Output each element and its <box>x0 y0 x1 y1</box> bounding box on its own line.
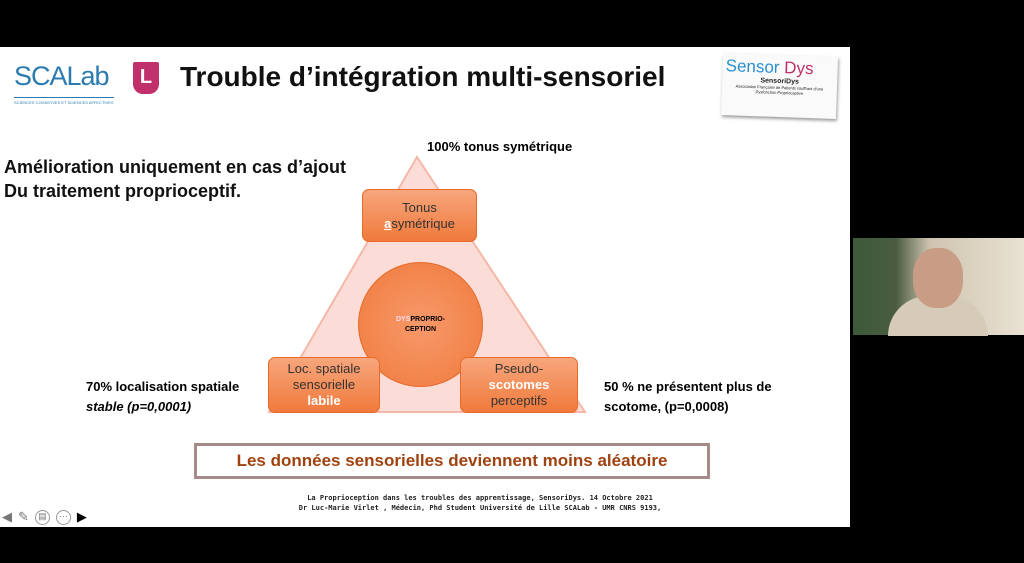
scalab-logo: SCALab <box>14 61 110 91</box>
footer-line: La Proprioception dans les troubles des … <box>307 494 653 502</box>
intro-line: Amélioration uniquement en cas d’ajout <box>4 157 347 177</box>
box-line: Loc. spatiale <box>287 361 361 376</box>
sensordys-logo: Sensor Dys SensoriDys Association França… <box>720 53 839 119</box>
pen-icon[interactable]: ✎ <box>18 509 29 524</box>
box-scotomes: Pseudo- scotomes perceptifs <box>460 357 578 413</box>
result-line: 50 % ne présentent plus de <box>604 379 772 394</box>
scalab-tagline: SCIENCES COGNITIVES ET SCIENCES AFFECTIV… <box>14 97 114 105</box>
box-line: Pseudo- <box>494 361 544 376</box>
right-result: 50 % ne présentent plus de scotome, (p=0… <box>604 377 772 417</box>
circle-dys: DYS <box>395 315 411 323</box>
more-icon[interactable]: ⋯ <box>55 509 71 525</box>
box-line: sensorielle <box>292 377 356 392</box>
top-result-label: 100% tonus symétrique <box>427 139 573 154</box>
slide-title: Trouble d’intégration multi-sensoriel <box>180 61 666 92</box>
box-line: perceptifs <box>490 393 548 408</box>
logo-dys: Dys <box>783 58 814 79</box>
footer-line: Dr Luc-Marie Virlet , Médecin, Phd Stude… <box>298 504 662 512</box>
circle-text: PROPRIO- <box>410 315 446 323</box>
circle-text: CEPTION <box>404 325 437 333</box>
box-highlight: labile <box>307 393 341 408</box>
presentation-toolbar: ◀ ✎ ▤ ⋯ ▶ <box>2 509 87 525</box>
next-arrow-icon[interactable]: ▶ <box>76 509 87 524</box>
presentation-slide: SCALab SCIENCES COGNITIVES ET SCIENCES A… <box>0 47 850 527</box>
slides-icon[interactable]: ▤ <box>34 509 50 525</box>
university-logo: L <box>133 62 159 94</box>
previous-arrow-icon[interactable]: ◀ <box>2 509 12 524</box>
box-highlight: a <box>384 215 392 231</box>
intro-line: Du traitement proprioceptif. <box>4 181 242 201</box>
box-highlight: scotomes <box>488 377 550 392</box>
speaker-head <box>913 248 963 308</box>
box-tonus: Tonus asymétrique <box>362 189 477 242</box>
result-line: stable (p=0,0001) <box>86 399 192 414</box>
slide-footer: La Proprioception dans les troubles des … <box>180 493 780 513</box>
box-line: Tonus <box>402 199 437 215</box>
box-localisation: Loc. spatiale sensorielle labile <box>268 357 380 413</box>
intro-text: Amélioration uniquement en cas d’ajout D… <box>4 155 346 203</box>
left-result: 70% localisation spatiale stable (p=0,00… <box>86 377 239 417</box>
conclusion-banner: Les données sensorielles deviennent moin… <box>194 443 710 479</box>
webcam-video <box>853 238 1024 336</box>
box-line: symétrique <box>391 215 455 231</box>
logo-sensor: Sensor <box>725 56 780 77</box>
result-line: 70% localisation spatiale <box>86 379 240 394</box>
result-line: scotome, (p=0,0008) <box>604 399 729 414</box>
